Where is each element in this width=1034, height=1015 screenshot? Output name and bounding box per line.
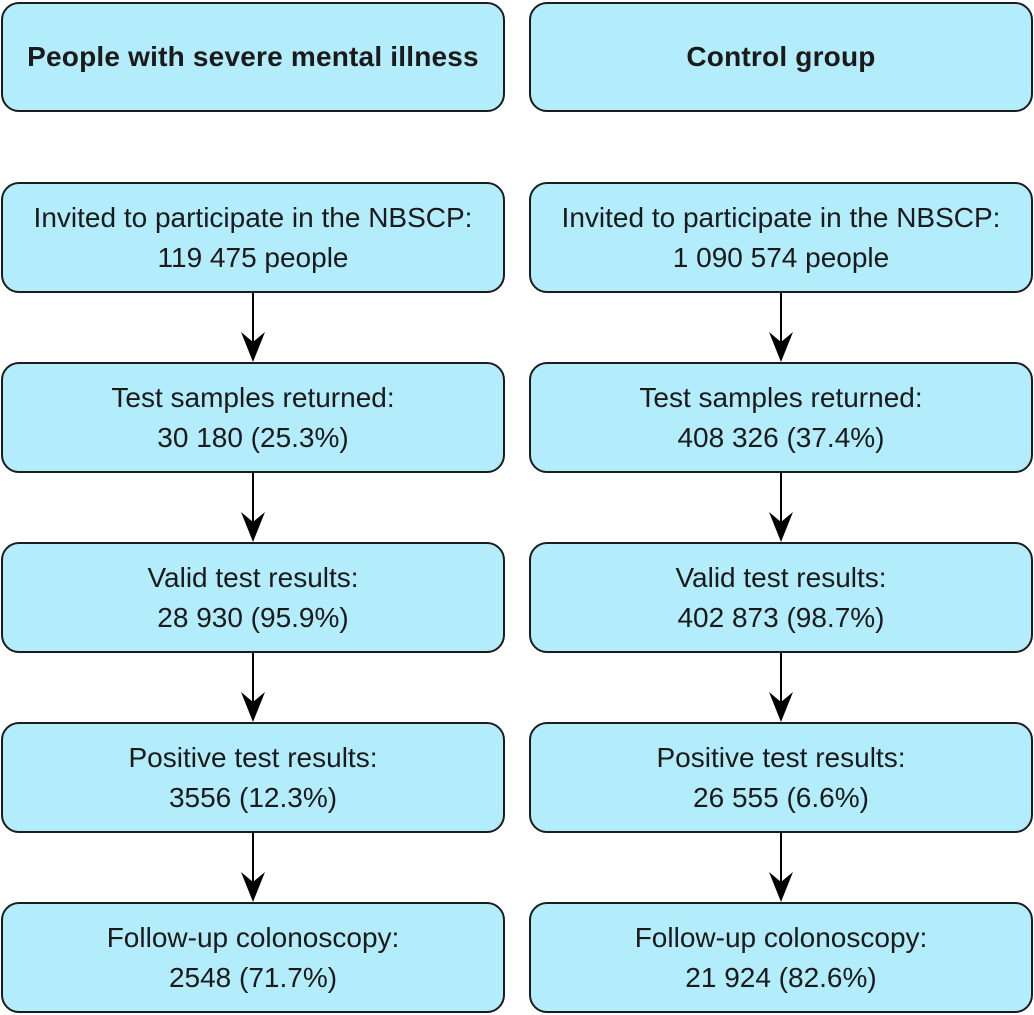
step-box-valid-results: Valid test results: 402 873 (98.7%) [529,542,1033,653]
step-label: Invited to participate in the NBSCP: [33,201,473,233]
down-arrow-icon [529,473,1033,542]
step-label: Follow-up colonoscopy: [106,921,400,953]
step-value: 402 873 (98.7%) [677,601,885,633]
down-arrow-icon [1,653,505,722]
step-label: Invited to participate in the NBSCP: [561,201,1001,233]
down-arrow-icon [1,833,505,902]
step-label: Test samples returned: [639,381,923,413]
step-box-positive-results: Positive test results: 26 555 (6.6%) [529,722,1033,833]
step-box-invited: Invited to participate in the NBSCP: 119… [1,182,505,293]
step-box-positive-results: Positive test results: 3556 (12.3%) [1,722,505,833]
step-box-colonoscopy: Follow-up colonoscopy: 21 924 (82.6%) [529,902,1033,1013]
down-arrow-icon [529,293,1033,362]
step-label: Valid test results: [147,561,359,593]
column-title-box: Control group [529,2,1033,112]
down-arrow-icon [1,293,505,362]
step-label: Positive test results: [656,741,906,773]
step-box-samples-returned: Test samples returned: 30 180 (25.3%) [1,362,505,473]
step-box-colonoscopy: Follow-up colonoscopy: 2548 (71.7%) [1,902,505,1013]
down-arrow-icon [529,833,1033,902]
step-box-samples-returned: Test samples returned: 408 326 (37.4%) [529,362,1033,473]
step-label: Follow-up colonoscopy: [634,921,928,953]
column-severe-mental-illness: People with severe mental illness Invite… [1,2,505,1013]
step-value: 21 924 (82.6%) [685,961,877,993]
down-arrow-icon [1,473,505,542]
step-box-invited: Invited to participate in the NBSCP: 1 0… [529,182,1033,293]
step-value: 1 090 574 people [672,241,890,273]
step-box-valid-results: Valid test results: 28 930 (95.9%) [1,542,505,653]
down-arrow-icon [529,653,1033,722]
step-label: Test samples returned: [111,381,395,413]
step-value: 408 326 (37.4%) [677,421,885,453]
step-value: 2548 (71.7%) [168,961,338,993]
step-value: 26 555 (6.6%) [693,781,869,813]
step-label: Positive test results: [128,741,378,773]
step-value: 119 475 people [157,241,349,273]
step-value: 28 930 (95.9%) [157,601,349,633]
column-control-group: Control group Invited to participate in … [529,2,1033,1013]
column-title-box: People with severe mental illness [1,2,505,112]
step-value: 3556 (12.3%) [168,781,338,813]
column-title: Control group [686,41,876,72]
step-label: Valid test results: [675,561,887,593]
step-value: 30 180 (25.3%) [157,421,349,453]
column-title: People with severe mental illness [27,41,479,72]
